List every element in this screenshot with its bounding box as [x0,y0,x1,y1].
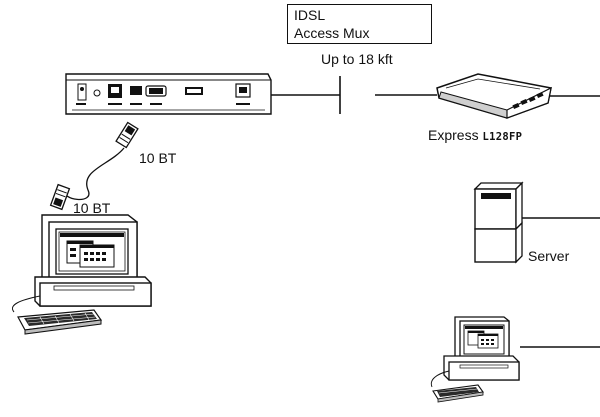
access-mux-label-line2: Access Mux [294,25,370,41]
right-pc-screen-windows [467,330,499,349]
cable-plug-bottom [49,183,71,211]
server-label: Server [528,248,570,264]
express-label-model: L128FP [482,131,523,143]
access-mux-card [65,73,272,115]
pc-label-10bt: 10 BT [73,200,111,216]
right-pc [430,316,520,403]
cable-label-10bt: 10 BT [139,150,177,166]
express-modem [436,73,552,119]
distance-label: Up to 18 kft [321,51,393,67]
patch-cable [49,121,139,211]
left-pc-screen-windows [66,240,115,268]
connection-lines [270,76,600,348]
server-tower [473,181,524,264]
access-mux-label-box: IDSL Access Mux [287,4,432,44]
express-label-word: Express [428,127,479,143]
left-pc [12,214,152,335]
access-mux-label-line1: IDSL [294,7,326,23]
cable-plug-top [115,121,139,149]
express-label: Express L128FP [428,127,522,146]
